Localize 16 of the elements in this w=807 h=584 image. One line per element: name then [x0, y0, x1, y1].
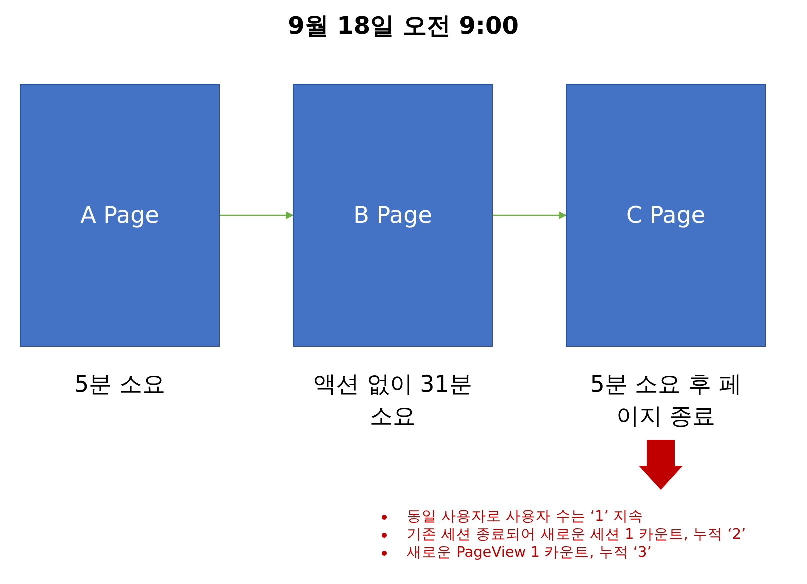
duration-text: 액션 없이 31분 소요 — [313, 371, 473, 432]
duration-text: 5분 소요 후 페이지 종료 — [589, 371, 743, 432]
duration-text: 5분 소요 — [74, 371, 166, 400]
page-box — [566, 84, 766, 347]
page-box — [20, 84, 220, 347]
arrow — [220, 212, 294, 220]
block-arrow — [639, 440, 683, 490]
arrow — [493, 212, 567, 220]
page-box — [293, 84, 493, 347]
note-text: 동일 사용자로 사용자 수는 ‘1’ 지속 — [407, 509, 644, 525]
note-text: 기존 세션 종료되어 새로운 세션 1 카운트, 누적 ‘2’ — [407, 527, 746, 543]
page-label: B Page — [354, 202, 432, 228]
page-label: A Page — [80, 202, 160, 228]
note-text: 새로운 PageView 1 카운트, 누적 ‘3’ — [407, 545, 652, 561]
title: 9월 18일 오전 9:00 — [287, 11, 520, 42]
page-label: C Page — [626, 202, 706, 228]
